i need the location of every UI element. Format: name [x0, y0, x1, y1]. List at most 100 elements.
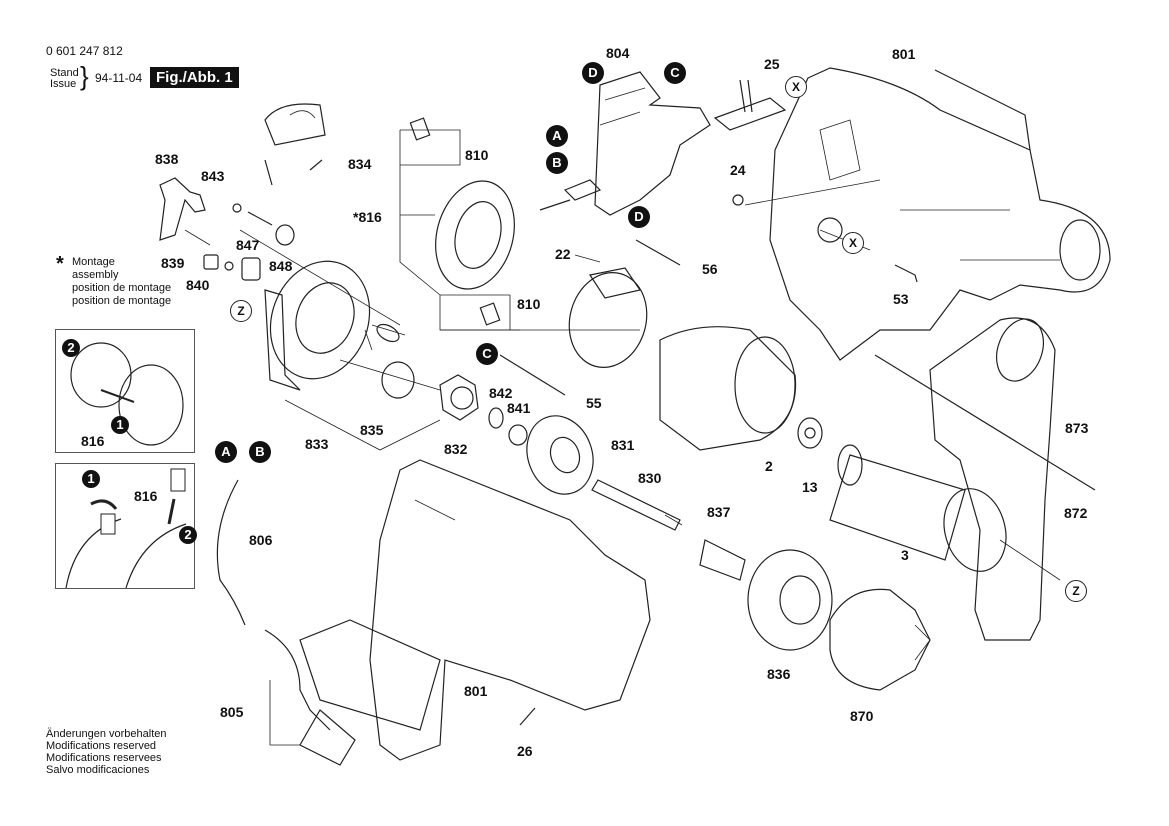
note-line: assembly	[72, 269, 119, 281]
leader-z	[999, 539, 1061, 581]
callout-b: B	[249, 441, 271, 463]
part-label-816: 816	[81, 433, 105, 449]
callout-d: D	[628, 206, 650, 228]
part-label-839: 839	[161, 255, 185, 271]
part-label-848: 848	[269, 258, 293, 274]
part-label-838: 838	[155, 151, 179, 167]
part-label-22: 22	[555, 246, 571, 262]
part-label-25: 25	[764, 56, 780, 72]
part-label-872: 872	[1064, 505, 1088, 521]
part-label-837: 837	[707, 504, 731, 520]
part-label-833: 833	[305, 436, 329, 452]
pin-833	[376, 323, 400, 343]
part-label-841: 841	[507, 400, 531, 416]
field-coil-2	[659, 326, 797, 451]
note-line: Montage	[72, 256, 115, 268]
leader-lines-flange	[239, 229, 441, 391]
asterisk-symbol: *	[353, 209, 359, 225]
switch-804	[539, 71, 711, 216]
part-label-24: 24	[730, 162, 746, 178]
part-label-810: 810	[517, 296, 541, 312]
block-847	[241, 257, 261, 281]
clip-53	[894, 264, 918, 283]
issue-date: 94-11-04	[95, 71, 143, 85]
part-label-801: 801	[892, 46, 916, 62]
callout-a: A	[546, 125, 568, 147]
part-25-clip	[713, 79, 787, 131]
stand-issue-label: Stand Issue	[50, 68, 79, 90]
plug-805	[299, 709, 356, 766]
sleeve-837	[699, 539, 746, 581]
note-line: position de montage	[72, 295, 172, 307]
inset-brush-plate-drawing	[70, 342, 184, 446]
modifications-notice: Änderungen vorbehalten Modifications res…	[46, 728, 166, 776]
bushing-848	[275, 224, 295, 246]
reference-z: Z	[1065, 580, 1087, 602]
part-number: 816	[358, 209, 382, 225]
ball-843	[232, 203, 242, 213]
part-label-55: 55	[586, 395, 602, 411]
part-label-810: 810	[465, 147, 489, 163]
power-cord-806	[216, 479, 331, 731]
part-label-816: *816	[353, 210, 382, 224]
part-label-2: 2	[765, 458, 773, 474]
brush-810-bottom	[479, 302, 501, 326]
housing-half-rear	[769, 67, 1111, 361]
part-label-53: 53	[893, 291, 909, 307]
screw-26	[519, 707, 536, 726]
part-label-830: 830	[638, 470, 662, 486]
gear-cover-836	[747, 549, 833, 651]
part-label-843: 843	[201, 168, 225, 184]
auxiliary-handle-873	[929, 317, 1056, 641]
brace-symbol: }	[80, 61, 89, 91]
ratchet-832	[439, 374, 479, 421]
chuck-870	[829, 588, 931, 691]
wire-55	[499, 354, 566, 396]
part-label-836: 836	[767, 666, 791, 682]
part-label-870: 870	[850, 708, 874, 724]
part-label-834: 834	[348, 156, 372, 172]
step-1-callout: 1	[111, 416, 129, 434]
pad-839	[203, 254, 219, 270]
inset-brush-plate-assembly: 2 1 816	[55, 329, 195, 453]
part-label-831: 831	[611, 437, 635, 453]
cap-834	[264, 103, 326, 146]
bracket-833	[284, 399, 441, 451]
callout-b: B	[546, 152, 568, 174]
part-label-840: 840	[186, 277, 210, 293]
depth-rod-872	[874, 354, 1096, 491]
callout-d: D	[582, 62, 604, 84]
spring-834	[264, 159, 323, 186]
washer-24	[732, 194, 744, 206]
notice-line: Modifications reservees	[46, 752, 162, 764]
drawing-part-number: 0 601 247 812	[46, 44, 123, 58]
part-label-842: 842	[489, 385, 513, 401]
spindle-830	[591, 479, 681, 531]
brush-plate-816	[435, 180, 515, 290]
asterisk-symbol: *	[56, 253, 64, 275]
part-label-3: 3	[901, 547, 909, 563]
part-label-56: 56	[702, 261, 718, 277]
notice-line: Modifications reserved	[46, 740, 157, 752]
part-label-847: 847	[236, 237, 260, 253]
brush-holder-ring	[568, 267, 648, 368]
callout-a: A	[215, 441, 237, 463]
reference-x: X	[785, 76, 807, 98]
part-label-816: 816	[134, 488, 158, 504]
callout-c: C	[476, 343, 498, 365]
gear-831	[526, 415, 594, 495]
needle-bearing-835	[381, 361, 415, 399]
step-1-callout: 1	[82, 470, 100, 488]
spring-841	[508, 424, 528, 446]
gear-housing-833	[264, 260, 371, 391]
ring-840	[224, 261, 234, 271]
reference-x: X	[842, 232, 864, 254]
step-2-callout: 2	[62, 339, 80, 357]
part-label-873: 873	[1065, 420, 1089, 436]
assembly-note: * Montage assembly position de montage p…	[56, 254, 172, 308]
part-label-832: 832	[444, 441, 468, 457]
bearing-13	[797, 417, 823, 449]
screw-22	[574, 254, 601, 263]
reference-z: Z	[230, 300, 252, 322]
